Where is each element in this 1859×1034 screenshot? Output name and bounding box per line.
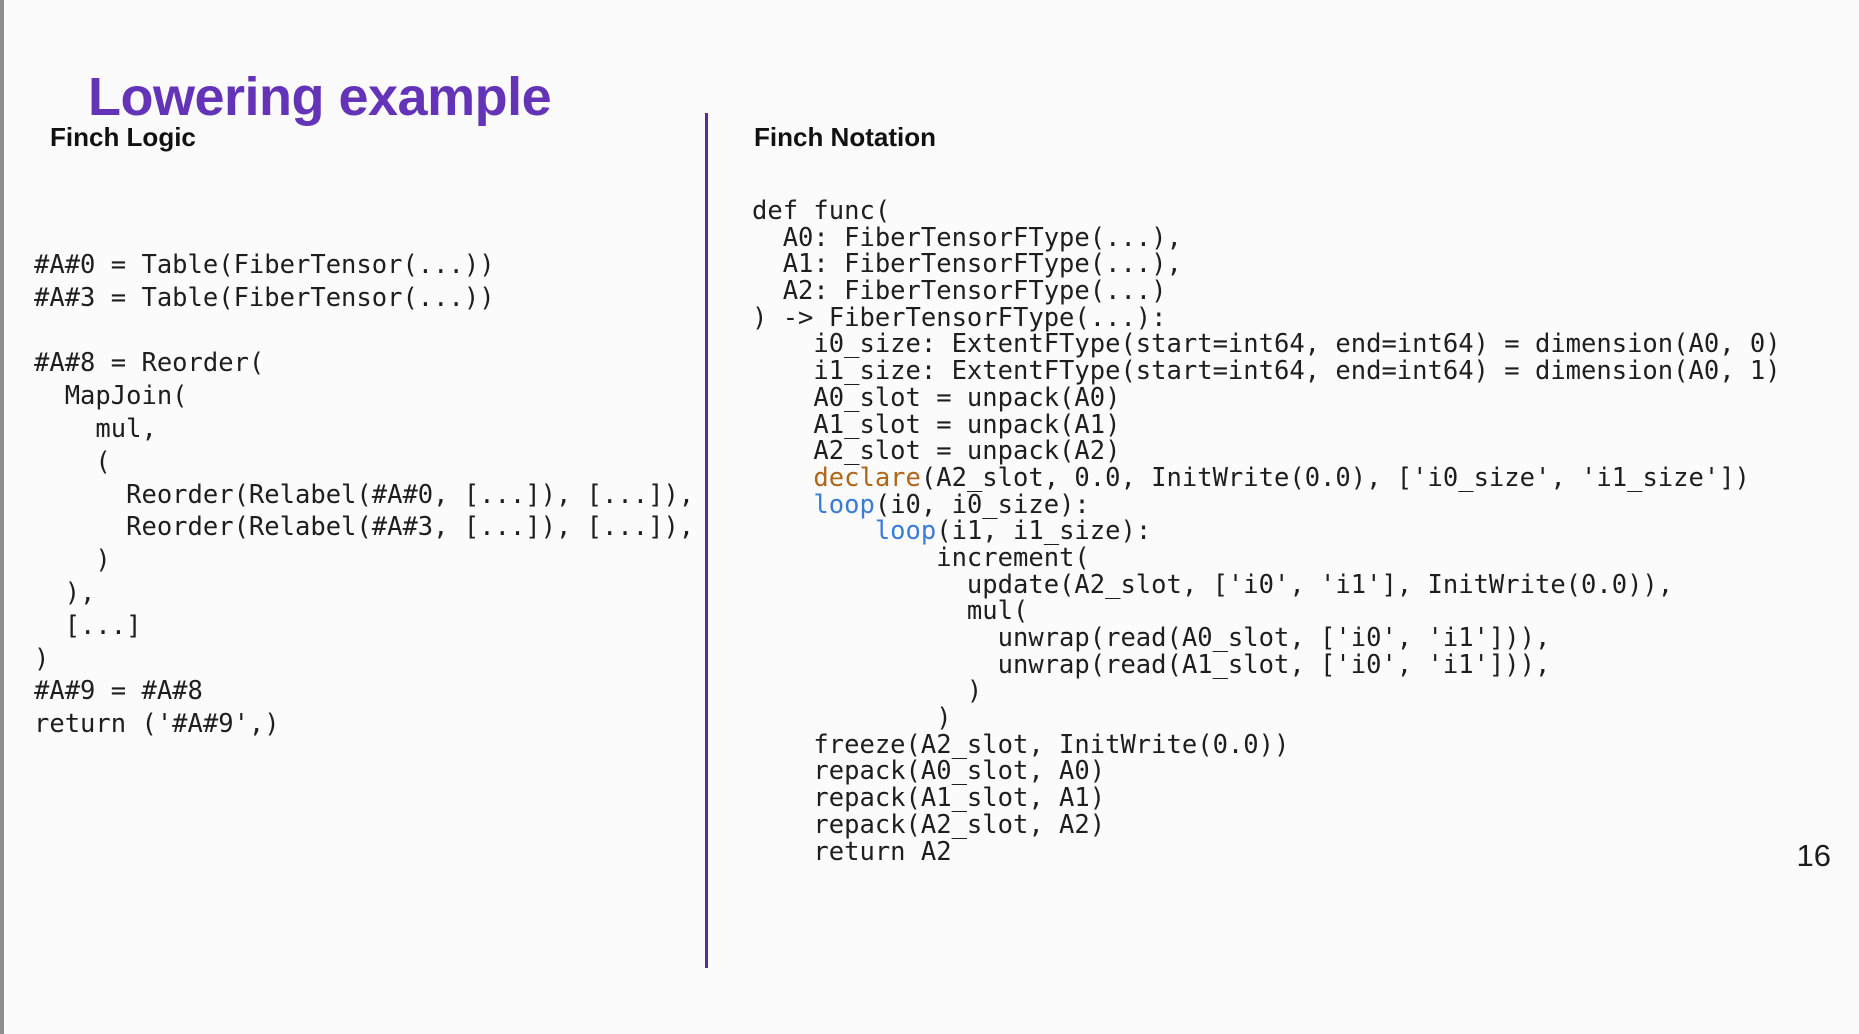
code-line: A1: FiberTensorFType(...),	[752, 249, 1182, 280]
code-line: freeze(A2_slot, InitWrite(0.0))	[752, 729, 1290, 760]
code-line: A0_slot = unpack(A0)	[752, 382, 1121, 413]
code-line: )	[34, 643, 50, 674]
code-line: #A#8 = Reorder(	[34, 348, 265, 379]
code-line: update(A2_slot, ['i0', 'i1'], InitWrite(…	[752, 569, 1674, 600]
code-line: MapJoin(	[34, 381, 188, 412]
code-line: loop(i0, i0_size):	[813, 489, 1090, 520]
code-line: repack(A2_slot, A2)	[752, 809, 1106, 840]
finch-logic-code-block: #A#0 = Table(FiberTensor(...))#A#3 = Tab…	[34, 249, 694, 741]
code-line: #A#9 = #A#8	[34, 676, 203, 707]
code-line: A1_slot = unpack(A1)	[752, 409, 1121, 440]
code-line: )	[752, 703, 952, 734]
code-line: unwrap(read(A1_slot, ['i0', 'i1'])),	[752, 649, 1551, 680]
code-line: #A#0 = Table(FiberTensor(...))	[34, 250, 495, 280]
code-line: return A2	[752, 836, 952, 867]
code-line: A0: FiberTensorFType(...),	[752, 222, 1182, 253]
code-line: A2: FiberTensorFType(...)	[752, 276, 1167, 307]
code-line: repack(A0_slot, A0)	[752, 756, 1106, 787]
code-line: mul,	[34, 413, 157, 444]
page-number: 16	[1796, 838, 1831, 873]
code-line: [...]	[34, 610, 142, 641]
page-title: Lowering example	[88, 67, 552, 128]
code-line	[34, 315, 694, 348]
code-line: increment(	[752, 542, 1090, 573]
code-line: )	[752, 676, 983, 707]
code-line: i0_size: ExtentFType(start=int64, end=in…	[752, 329, 1781, 360]
code-line: A2_slot = unpack(A2)	[752, 436, 1121, 467]
keyword-loop: loop	[813, 489, 875, 520]
code-line: #A#3 = Table(FiberTensor(...))	[34, 282, 495, 313]
left-column-heading: Finch Logic	[50, 122, 196, 152]
finch-notation-code-block: def func( A0: FiberTensorFType(...), A1:…	[752, 198, 1781, 865]
code-line: unwrap(read(A0_slot, ['i0', 'i1'])),	[752, 623, 1551, 653]
keyword-declare: declare	[813, 462, 921, 493]
code-line: ) -> FiberTensorFType(...):	[752, 302, 1167, 333]
right-column-heading: Finch Notation	[754, 122, 936, 152]
code-line: mul(	[752, 596, 1029, 627]
code-line: ),	[34, 577, 96, 608]
code-line: repack(A1_slot, A1)	[752, 783, 1106, 814]
code-line: def func(	[752, 196, 891, 226]
code-line: Reorder(Relabel(#A#0, [...]), [...]),	[34, 479, 695, 510]
keyword-loop: loop	[874, 516, 937, 547]
code-line: i1_size: ExtentFType(start=int64, end=in…	[752, 356, 1781, 387]
code-line: Reorder(Relabel(#A#3, [...]), [...]),	[34, 512, 695, 543]
code-line: loop(i1, i1_size):	[874, 516, 1152, 547]
column-divider-line	[705, 113, 708, 968]
code-line: )	[34, 545, 111, 576]
window-edge-bar	[0, 0, 4, 1034]
code-line: (	[34, 446, 111, 477]
code-line: return ('#A#9',)	[34, 709, 280, 740]
code-line: declare(A2_slot, 0.0, InitWrite(0.0), ['…	[813, 462, 1750, 493]
